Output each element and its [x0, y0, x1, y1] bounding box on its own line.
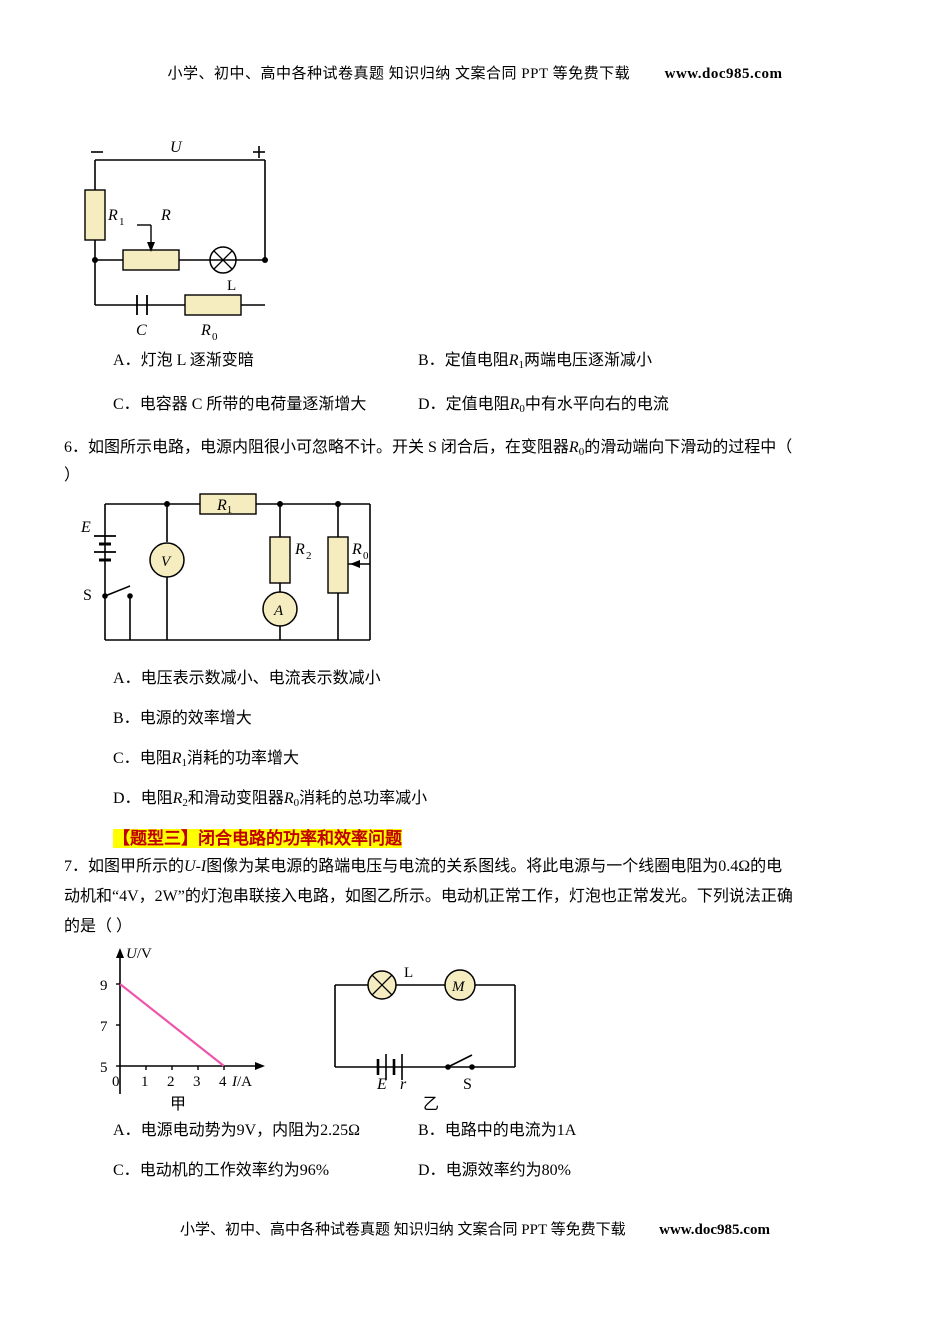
q7-stem-line3: 的是（ ） [64, 918, 133, 935]
q7-stem-line2: 动机和“4V，2W”的灯泡串联接入电路，如图乙所示。电动机正常工作，灯泡也正常发… [64, 888, 793, 905]
q6-stem-line2: ） [64, 467, 81, 484]
svg-text:1: 1 [119, 216, 125, 228]
footer-url: www.doc985.com [659, 1222, 770, 1238]
svg-text:0: 0 [363, 550, 369, 562]
svg-text:1: 1 [141, 1074, 149, 1090]
svg-text:S: S [463, 1076, 472, 1090]
svg-text:5: 5 [100, 1060, 108, 1076]
q6-stem: 6．如图所示电路，电源内阻很小可忽略不计。开关 S 闭合后，在变阻器R0的滑动端… [64, 439, 793, 458]
q5-option-a: A．灯泡 L 逐渐变暗 [113, 352, 254, 369]
svg-text:U/V: U/V [126, 946, 152, 962]
q7-stem-line1: 7．如图甲所示的U-I图像为某电源的路端电压与电流的关系图线。将此电源与一个线圈… [64, 858, 783, 875]
q7-option-c: C．电动机的工作效率约为96% [113, 1162, 330, 1179]
section-heading: 【题型三】闭合电路的功率和效率问题 [113, 824, 903, 850]
page-footer: 小学、初中、高中各种试卷真题 知识归纳 文案合同 PPT 等免费下载 www.d… [0, 1218, 950, 1239]
svg-text:M: M [451, 979, 466, 995]
q7-circuit-figure: M L E r S [320, 955, 570, 1090]
svg-text:R: R [107, 207, 118, 224]
q6-r1-label: R1 [217, 497, 233, 516]
svg-text:2: 2 [306, 550, 312, 562]
q5-option-b: B．定值电阻R1两端电压逐渐减小 [418, 352, 652, 371]
svg-text:E: E [376, 1076, 387, 1090]
svg-text:R: R [200, 322, 211, 339]
svg-text:S: S [83, 587, 92, 604]
svg-text:L: L [227, 278, 236, 294]
svg-text:V: V [161, 554, 172, 570]
q7-option-b: B．电路中的电流为1A [418, 1122, 577, 1139]
svg-text:9: 9 [100, 978, 108, 994]
header-text: 小学、初中、高中各种试卷真题 知识归纳 文案合同 PPT 等免费下载 [167, 66, 631, 82]
q7-chart-caption: 甲 [170, 1096, 187, 1113]
q7-circuit-caption: 乙 [423, 1096, 440, 1113]
svg-text:R: R [160, 207, 171, 224]
svg-text:4: 4 [219, 1074, 227, 1090]
svg-text:2: 2 [167, 1074, 175, 1090]
svg-text:I/A: I/A [231, 1074, 252, 1090]
q6-option-b: B．电源的效率增大 [113, 710, 252, 727]
svg-text:A: A [273, 603, 284, 619]
section-prefix: 【题型三】 [113, 829, 198, 848]
svg-text:E: E [80, 519, 91, 536]
svg-text:0: 0 [212, 331, 218, 340]
q7-option-d: D．电源效率约为80% [418, 1162, 571, 1179]
q6-option-a: A．电压表示数减小、电流表示数减小 [113, 670, 381, 687]
svg-text:r: r [400, 1076, 407, 1090]
q5-circuit-figure: U R 1 R L C R 0 [75, 130, 395, 340]
svg-text:7: 7 [100, 1019, 108, 1035]
q7-option-a: A．电源电动势为9V，内阻为2.25Ω [113, 1122, 361, 1139]
q6-option-d: D．电阻R2和滑动变阻器R0消耗的总功率减小 [113, 790, 428, 809]
q6-option-c: C．电阻R1消耗的功率增大 [113, 750, 299, 769]
svg-text:C: C [136, 322, 147, 339]
q6-circuit-figure: V A E S R R 2 [80, 492, 420, 660]
svg-text:L: L [404, 965, 413, 981]
q5-option-d: D．定值电阻R0中有水平向右的电流 [418, 396, 669, 415]
svg-text:3: 3 [193, 1074, 201, 1090]
section-title: 闭合电路的功率和效率问题 [198, 829, 402, 848]
footer-text: 小学、初中、高中各种试卷真题 知识归纳 文案合同 PPT 等免费下载 [180, 1222, 626, 1238]
header-url: www.doc985.com [664, 66, 783, 82]
svg-text:R: R [351, 541, 362, 558]
svg-text:U: U [170, 139, 183, 156]
q7-chart-figure: U/V I/A 9 7 5 0 1 2 3 4 [72, 944, 302, 1104]
q5-option-c: C．电容器 C 所带的电荷量逐渐增大 [113, 396, 367, 413]
page-header: 小学、初中、高中各种试卷真题 知识归纳 文案合同 PPT 等免费下载 www.d… [0, 62, 950, 83]
svg-text:R: R [294, 541, 305, 558]
svg-text:0: 0 [112, 1074, 120, 1090]
